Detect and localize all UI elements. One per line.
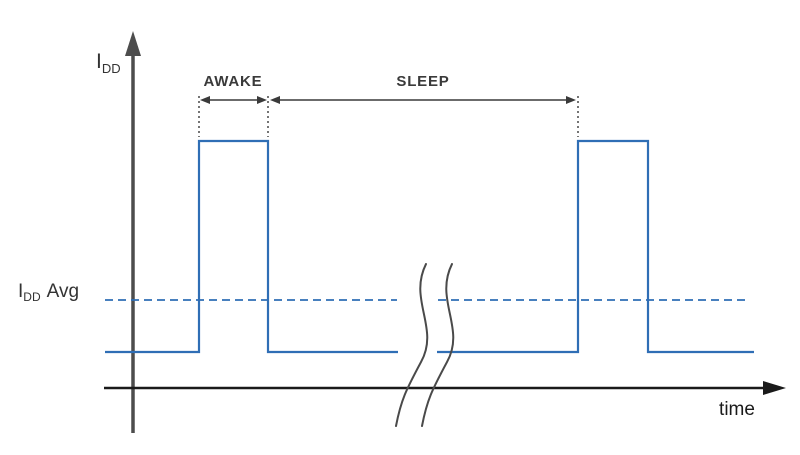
break-mark-right: [421, 263, 455, 427]
sleep-arrowhead-left-icon: [270, 96, 280, 104]
avg-label-main: I: [18, 281, 23, 302]
avg-label-suffix: Avg: [47, 281, 79, 302]
y-axis-label-sub: DD: [102, 61, 121, 76]
sleep-arrowhead-right-icon: [566, 96, 576, 104]
waveform-path-left: [105, 139, 398, 354]
avg-label-sub: DD: [23, 290, 41, 304]
y-axis-label-main: I: [96, 50, 102, 73]
avg-label: IDD Avg: [18, 281, 79, 304]
sleep-label: SLEEP: [396, 73, 449, 90]
awake-arrowhead-right-icon: [257, 96, 267, 104]
awake-label: AWAKE: [203, 73, 262, 90]
waveform-path-right: [437, 139, 754, 354]
y-axis-label: IDD: [96, 50, 121, 76]
x-axis-label: time: [719, 399, 755, 420]
y-axis-arrow-icon: [125, 31, 141, 56]
break-mark-left: [395, 263, 429, 427]
awake-arrowhead-left-icon: [200, 96, 210, 104]
x-axis-arrow-icon: [763, 381, 786, 395]
